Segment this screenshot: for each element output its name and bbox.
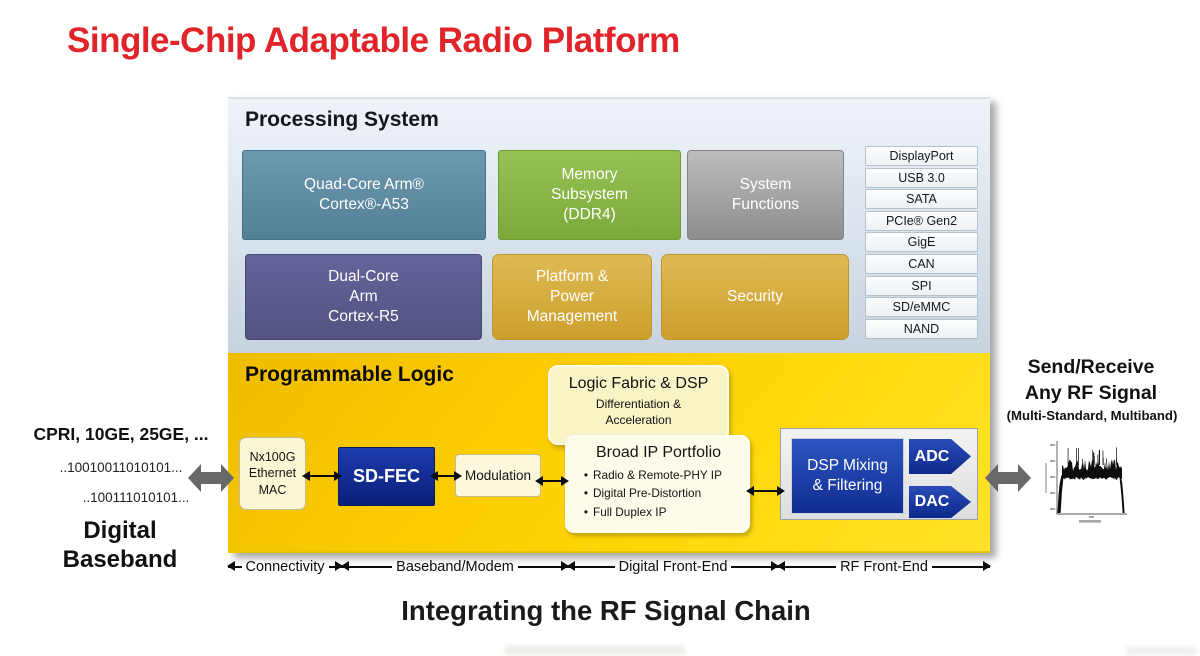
bitstream-bottom: ..100111010101...: [82, 490, 190, 505]
bidirectional-arrow-icon: [430, 469, 462, 482]
bidirectional-arrow-icon: [535, 474, 569, 487]
block-broad-ip-portfolio: Broad IP Portfolio Radio & Remote-PHY IP…: [565, 435, 750, 533]
bidirectional-arrow-icon: [746, 484, 785, 497]
broad-ip-bullet-1: Radio & Remote-PHY IP: [593, 468, 722, 482]
broad-ip-bullet-2: Digital Pre-Distortion: [593, 486, 702, 501]
send-receive-title: Send/Receive Any RF Signal: [1024, 356, 1158, 405]
protocols-label: CPRI, 10GE, 25GE, ...: [33, 424, 209, 444]
peripheral-list: DisplayPort USB 3.0 SATA PCIe® Gen2 GigE…: [865, 146, 978, 340]
chain-segment-rf-front-end: RF Front-End: [776, 556, 992, 578]
adc-arrow-block: ADC: [909, 439, 971, 474]
right-arrowhead-icon: [931, 561, 992, 571]
block-logic-fabric-dsp: Logic Fabric & DSP Differentiation & Acc…: [548, 365, 729, 445]
logic-fabric-subtitle: Differentiation & Acceleration: [595, 397, 682, 427]
peripheral-usb3: USB 3.0: [865, 167, 978, 188]
block-modulation: Modulation: [455, 454, 541, 497]
watermark-remnant: [505, 645, 685, 655]
programmable-logic-section: Programmable Logic Logic Fabric & DSP Di…: [228, 353, 990, 553]
peripheral-pcie-gen2: PCIe® Gen2: [865, 210, 978, 231]
block-dual-core-cortex-r5: Dual-Core Arm Cortex-R5: [245, 254, 482, 340]
digital-io-arrow-icon: [188, 464, 234, 492]
footer-title: Integrating the RF Signal Chain: [401, 595, 811, 626]
bullet-icon: [579, 484, 593, 502]
chain-segment-digital-front-end: Digital Front-End: [567, 556, 779, 578]
right-arrowhead-icon: [517, 561, 570, 571]
chain-segment-baseband-modem: Baseband/Modem: [340, 556, 570, 578]
rf-io-arrow-icon: [985, 464, 1031, 492]
slide-title: Single-Chip Adaptable Radio Platform: [67, 21, 680, 60]
bidirectional-arrow-icon: [302, 469, 342, 482]
logic-fabric-title: Logic Fabric & DSP: [568, 375, 709, 392]
programmable-logic-heading: Programmable Logic: [245, 363, 454, 386]
broad-ip-title: Broad IP Portfolio: [595, 444, 722, 461]
peripheral-gige: GigE: [865, 232, 978, 253]
block-rf-data-converter-group: DSP Mixing & Filtering ADC DAC: [780, 428, 978, 520]
block-nx100g-ethernet-mac: Nx100G Ethernet MAC: [239, 437, 306, 510]
block-sd-fec: SD-FEC: [338, 447, 435, 506]
chain-label: Connectivity: [245, 559, 325, 575]
chain-label: Digital Front-End: [618, 559, 728, 575]
peripheral-sata: SATA: [865, 189, 978, 210]
chain-label: Baseband/Modem: [396, 559, 514, 575]
signal-chain-axis: Connectivity Baseband/Modem Digital Fron…: [227, 556, 992, 578]
block-dsp-mixing-filtering: DSP Mixing & Filtering: [791, 438, 904, 514]
left-arrowhead-icon: [340, 561, 393, 571]
peripheral-can: CAN: [865, 253, 978, 274]
peripheral-sd-emmc: SD/eMMC: [865, 297, 978, 318]
bitstream-top: ..10010011010101...: [59, 460, 183, 475]
rf-spectrum-plot: [1041, 433, 1133, 527]
left-arrowhead-icon: [776, 561, 837, 571]
soc-diagram: Processing System Quad-Core Arm® Cortex®…: [228, 97, 990, 553]
right-arrowhead-icon: [328, 561, 343, 571]
block-security: Security: [661, 254, 849, 340]
peripheral-nand: NAND: [865, 318, 978, 339]
chain-label: RF Front-End: [840, 559, 928, 575]
chain-segment-connectivity: Connectivity: [227, 556, 343, 578]
peripheral-spi: SPI: [865, 275, 978, 296]
bullet-icon: [579, 503, 593, 521]
peripheral-displayport: DisplayPort: [865, 146, 978, 166]
right-arrowhead-icon: [731, 561, 779, 571]
multi-standard-subtitle: (Multi-Standard, Multiband): [1006, 408, 1178, 423]
block-memory-subsystem: Memory Subsystem (DDR4): [498, 150, 681, 240]
left-arrowhead-icon: [227, 561, 242, 571]
dac-arrow-block: DAC: [909, 486, 971, 518]
bullet-icon: [579, 466, 593, 484]
digital-baseband-label: Digital Baseband: [62, 517, 178, 574]
processing-system-section: Processing System Quad-Core Arm® Cortex®…: [228, 97, 990, 353]
block-quad-core-cortex-a53: Quad-Core Arm® Cortex®-A53: [242, 150, 486, 240]
watermark-remnant: [1126, 647, 1196, 655]
broad-ip-bullet-3: Full Duplex IP: [593, 504, 667, 519]
processing-system-heading: Processing System: [245, 108, 439, 131]
block-platform-power-management: Platform & Power Management: [492, 254, 652, 340]
left-arrowhead-icon: [567, 561, 615, 571]
block-system-functions: System Functions: [687, 150, 844, 240]
